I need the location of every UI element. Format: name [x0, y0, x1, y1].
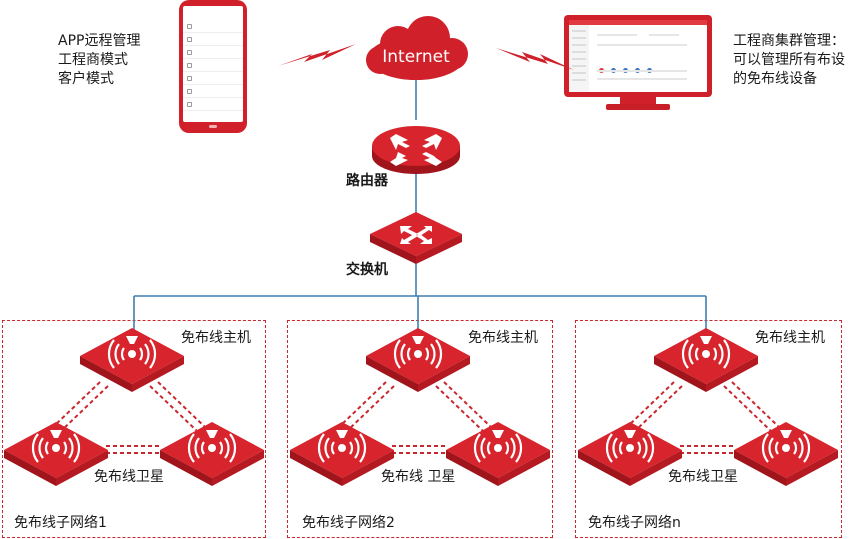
subnet-1-host-device	[80, 328, 184, 392]
phone-app	[179, 0, 247, 133]
subnet-2-links	[337, 381, 493, 454]
router-icon	[372, 126, 460, 174]
subnet-3-links	[625, 381, 781, 454]
monitor-screen	[569, 20, 707, 92]
subnet-3-satellite-right	[734, 422, 838, 486]
subnet-2-satellite-right	[446, 422, 550, 486]
subnet-3-satellite-label: 免布线卫星	[668, 469, 738, 485]
cluster-label-line1: 工程商集群管理：	[733, 33, 845, 49]
subnet-1-satellite-left	[4, 422, 108, 486]
cluster-label-line3: 的免布线设备	[733, 71, 817, 87]
phone-screen	[183, 6, 243, 122]
subnet-1-satellite-right	[160, 422, 264, 486]
subnet-1-network-label: 免布线子网络1	[14, 515, 107, 531]
monitor-base	[606, 104, 670, 110]
cluster-monitor	[564, 15, 712, 97]
internet-label: Internet	[382, 47, 450, 67]
cloud-icon: Internet	[366, 16, 468, 80]
subnet-3-network-label: 免布线子网络n	[588, 515, 681, 531]
subnet-1-links	[51, 381, 207, 454]
subnet-3-host-device	[654, 328, 758, 392]
lightning-link-left-icon	[278, 44, 356, 66]
app-label-line2: 工程商模式	[58, 52, 128, 68]
subnet-1-satellite-label: 免布线卫星	[94, 469, 164, 485]
switch-icon	[370, 212, 462, 264]
subnet-3-host-label: 免布线主机	[755, 330, 825, 346]
subnet-2-host-device	[366, 328, 470, 392]
subnet-box-2	[287, 320, 553, 538]
app-label-line3: 客户模式	[58, 71, 114, 87]
subnet-box-3	[575, 320, 842, 538]
subnet-2-satellite-label: 免布线 卫星	[381, 469, 456, 485]
cluster-label-line2: 可以管理所有布设	[733, 52, 845, 68]
monitor-neck	[620, 96, 656, 106]
subnet-2-network-label: 免布线子网络2	[302, 515, 395, 531]
subnet-2-host-label: 免布线主机	[468, 330, 538, 346]
subnet-2-satellite-left	[290, 422, 394, 486]
router-label: 路由器	[346, 173, 388, 189]
switch-label: 交换机	[346, 262, 388, 278]
lightning-link-right-icon	[496, 48, 574, 70]
subnet-1-host-label: 免布线主机	[181, 330, 251, 346]
subnet-3-satellite-left	[578, 422, 682, 486]
app-label-line1: APP远程管理	[58, 33, 141, 49]
wired-links	[133, 80, 707, 336]
